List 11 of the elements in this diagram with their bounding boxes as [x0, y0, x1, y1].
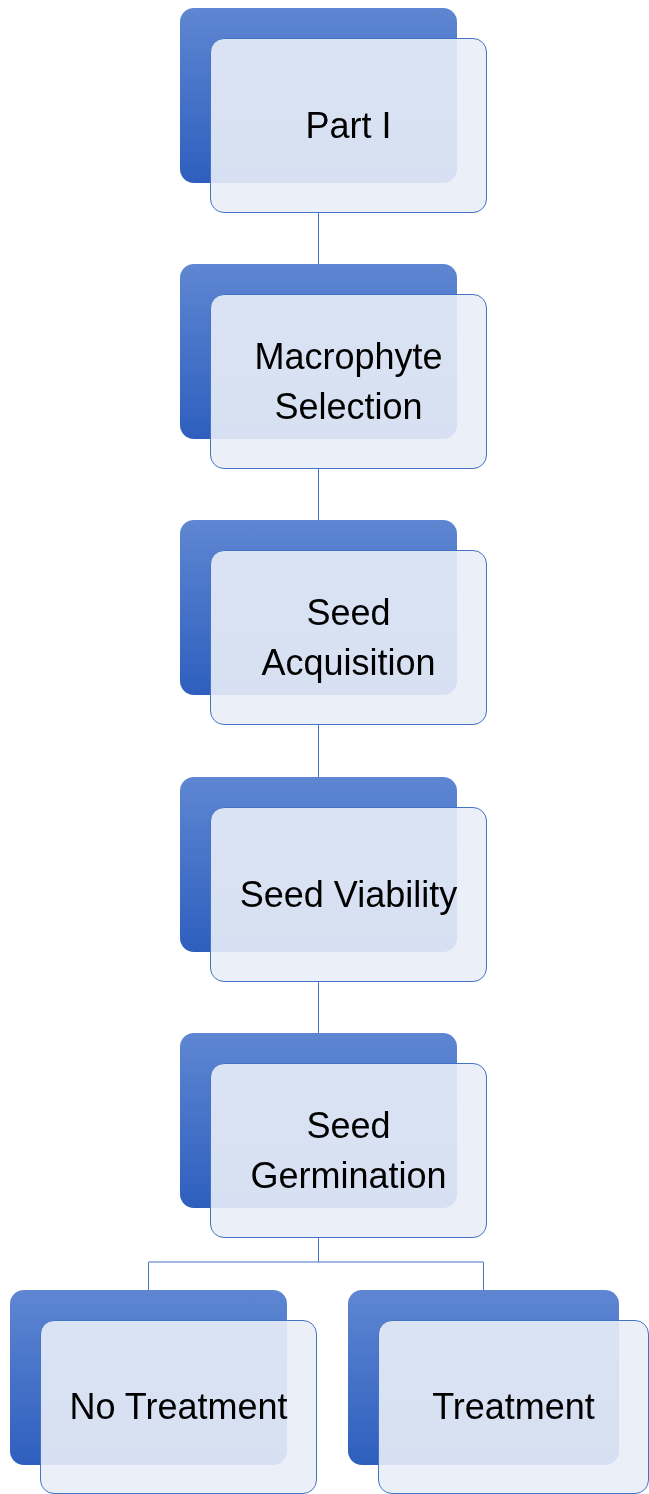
connector-line — [318, 212, 319, 265]
step-label: Macrophyte Selection — [253, 334, 444, 429]
step-label: Seed Viability — [239, 872, 458, 917]
step-label: No Treatment — [69, 1385, 288, 1429]
step-label: Part I — [305, 103, 392, 148]
step-label: Seed Germination — [249, 1103, 448, 1198]
step-label: Treatment — [432, 1385, 595, 1429]
connector-line — [318, 981, 319, 1034]
step-label: Seed Acquisition — [260, 590, 437, 685]
connector-line — [318, 724, 319, 778]
connector-line — [318, 468, 319, 521]
